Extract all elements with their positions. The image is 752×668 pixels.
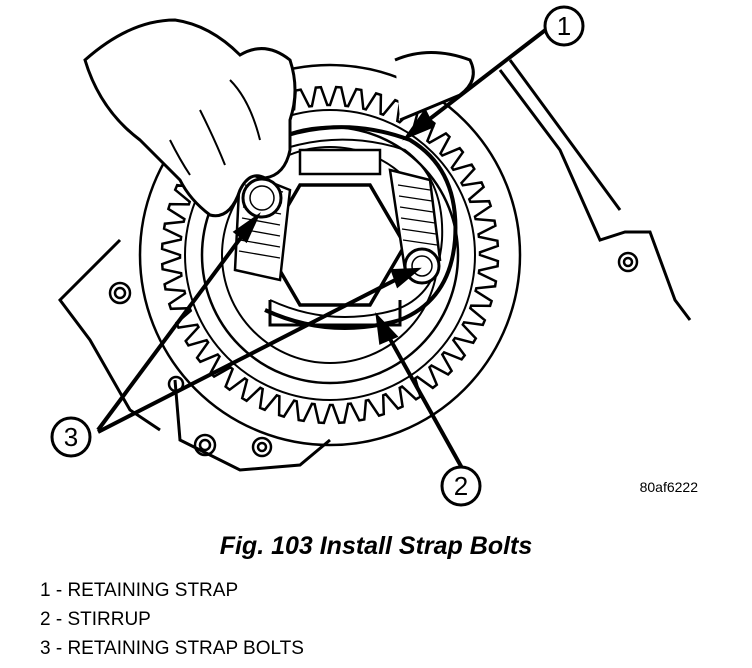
callout-3-number: 3 xyxy=(64,422,78,452)
stirrup xyxy=(268,300,402,327)
strap-bolt-right xyxy=(403,247,441,285)
strap-bolt-left xyxy=(241,177,283,219)
callout-1: 1 xyxy=(543,5,585,47)
callout-2: 2 xyxy=(440,465,482,507)
housing-outline xyxy=(58,59,692,472)
legend-item: 3 - RETAINING STRAP BOLTS xyxy=(40,638,304,659)
outer-housing-ring xyxy=(138,63,522,447)
leader-lines xyxy=(96,26,550,469)
callout-2-number: 2 xyxy=(454,471,468,501)
retaining-strap-inner xyxy=(254,138,444,319)
hand-thumb xyxy=(394,51,475,122)
hand-finger-lines xyxy=(169,79,261,176)
stirrup-block xyxy=(298,148,382,176)
callout-3: 3 xyxy=(50,416,92,458)
legend-list: 1 - RETAINING STRAP 2 - STIRRUP 3 - RETA… xyxy=(40,576,304,663)
image-code: 80af6222 xyxy=(640,479,699,495)
gear-root-circle xyxy=(184,109,476,401)
strap-bolt-illustration: 1 2 3 80af6222 xyxy=(50,5,699,507)
legend-item: 1 - RETAINING STRAP xyxy=(40,580,239,601)
figure-caption: Fig. 103 Install Strap Bolts xyxy=(219,532,533,560)
housing-holes xyxy=(108,251,639,458)
callout-1-number: 1 xyxy=(557,11,571,41)
hand-outline xyxy=(83,18,297,218)
legend-item: 2 - STIRRUP xyxy=(40,609,151,630)
retaining-strap xyxy=(249,125,458,330)
